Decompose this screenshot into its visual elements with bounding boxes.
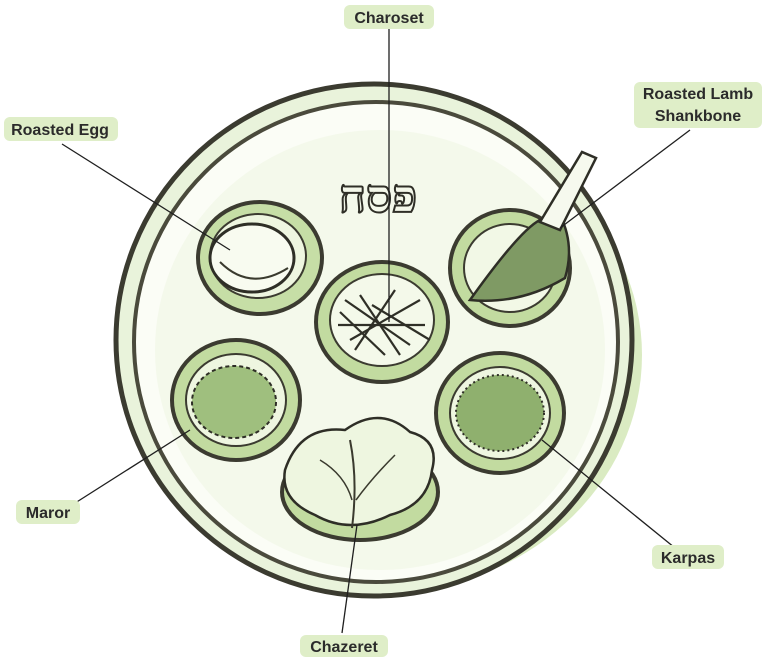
roasted-egg-dish [198, 202, 322, 314]
label-chazeret: Chazeret [310, 639, 378, 656]
label-charoset: Charoset [354, 10, 424, 27]
karpas-food [456, 375, 544, 451]
plate-inscription: פסח [339, 169, 417, 223]
label-maror: Maror [26, 505, 70, 522]
maror-dish [172, 340, 300, 460]
maror-food [192, 366, 276, 438]
roasted-egg [210, 224, 294, 292]
karpas-dish [436, 353, 564, 473]
label-karpas: Karpas [661, 550, 715, 567]
label-roasted-egg: Roasted Egg [11, 122, 109, 139]
charoset-dish [316, 262, 448, 382]
label-roasted-lamb-line2: Shankbone [655, 108, 741, 125]
label-roasted-lamb-line1: Roasted Lamb [643, 86, 753, 103]
